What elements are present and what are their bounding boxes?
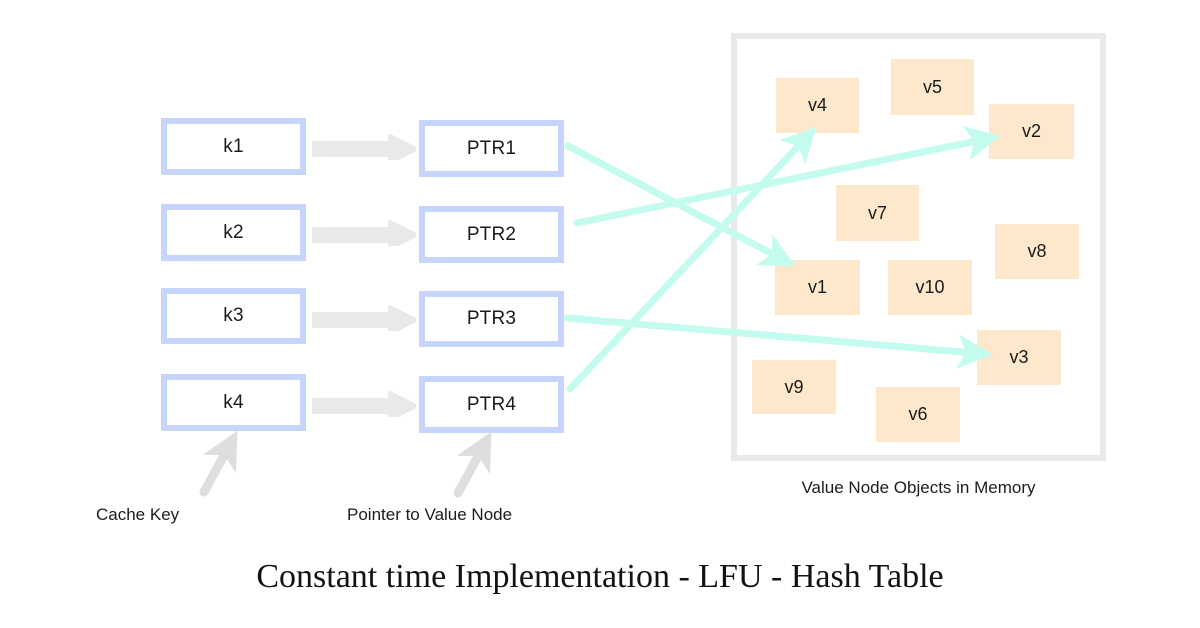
key-cell-k3[interactable]: k3 (161, 288, 306, 344)
value-node-v8[interactable]: v8 (995, 224, 1079, 279)
value-node-v6[interactable]: v6 (876, 387, 960, 442)
value-node-label: v3 (1009, 347, 1029, 367)
pointer-cell-ptr1[interactable]: PTR1 (419, 120, 564, 177)
k4-to-ptr4-arrow (310, 391, 418, 421)
value-node-label: v10 (915, 277, 945, 297)
value-node-label: v5 (922, 76, 942, 97)
page-title: Constant time Implementation - LFU - Has… (256, 558, 944, 595)
key-cell-label: k3 (223, 305, 244, 326)
value-node-v5[interactable]: v5 (891, 59, 974, 115)
value-node-label: v6 (908, 404, 928, 424)
value-node-label: v4 (807, 95, 827, 115)
pointer-cell-label: PTR2 (466, 223, 517, 245)
value-node-v4[interactable]: v4 (776, 78, 859, 133)
value-node-v7[interactable]: v7 (836, 185, 919, 241)
annotation-arrows (199, 430, 492, 498)
pointer-to-value-node-caption: Pointer to Value Node (347, 505, 513, 524)
pointer-cell-label: PTR4 (466, 393, 517, 415)
key-cell-k4[interactable]: k4 (161, 374, 306, 431)
value-node-label: v2 (1021, 121, 1041, 141)
pointer-cell-label: PTR1 (466, 137, 517, 159)
k1-to-ptr1-arrow (310, 134, 418, 164)
value-node-label: v1 (807, 277, 827, 297)
cache-key-caption: Cache Key (96, 505, 180, 524)
k3-to-ptr3-arrow (310, 305, 418, 335)
k2-to-ptr2-arrow (310, 220, 418, 250)
value-node-v2[interactable]: v2 (989, 104, 1074, 159)
key-cell-label: k4 (223, 391, 244, 413)
cache-key-arrow-icon (199, 430, 238, 497)
value-node-v10[interactable]: v10 (888, 260, 972, 315)
pointer-cell-ptr2[interactable]: PTR2 (419, 206, 564, 263)
value-node-label: v8 (1027, 241, 1047, 261)
key-cell-label: k1 (223, 135, 244, 157)
value-node-v3[interactable]: v3 (977, 330, 1061, 385)
pointer-cell-label: PTR3 (466, 308, 517, 329)
value-node-v9[interactable]: v9 (752, 360, 836, 414)
pointer-to-value-node-arrow-icon (453, 431, 492, 498)
pointer-cell-ptr4[interactable]: PTR4 (419, 376, 564, 433)
pointer-cell-ptr3[interactable]: PTR3 (419, 291, 564, 347)
value-node-label: v7 (867, 202, 887, 223)
key-cell-k2[interactable]: k2 (161, 204, 306, 261)
key-cell-k1[interactable]: k1 (161, 118, 306, 175)
value-node-v1[interactable]: v1 (775, 260, 860, 315)
key-cell-label: k2 (223, 221, 244, 243)
memory-caption: Value Node Objects in Memory (801, 478, 1036, 497)
value-node-label: v9 (784, 376, 804, 397)
